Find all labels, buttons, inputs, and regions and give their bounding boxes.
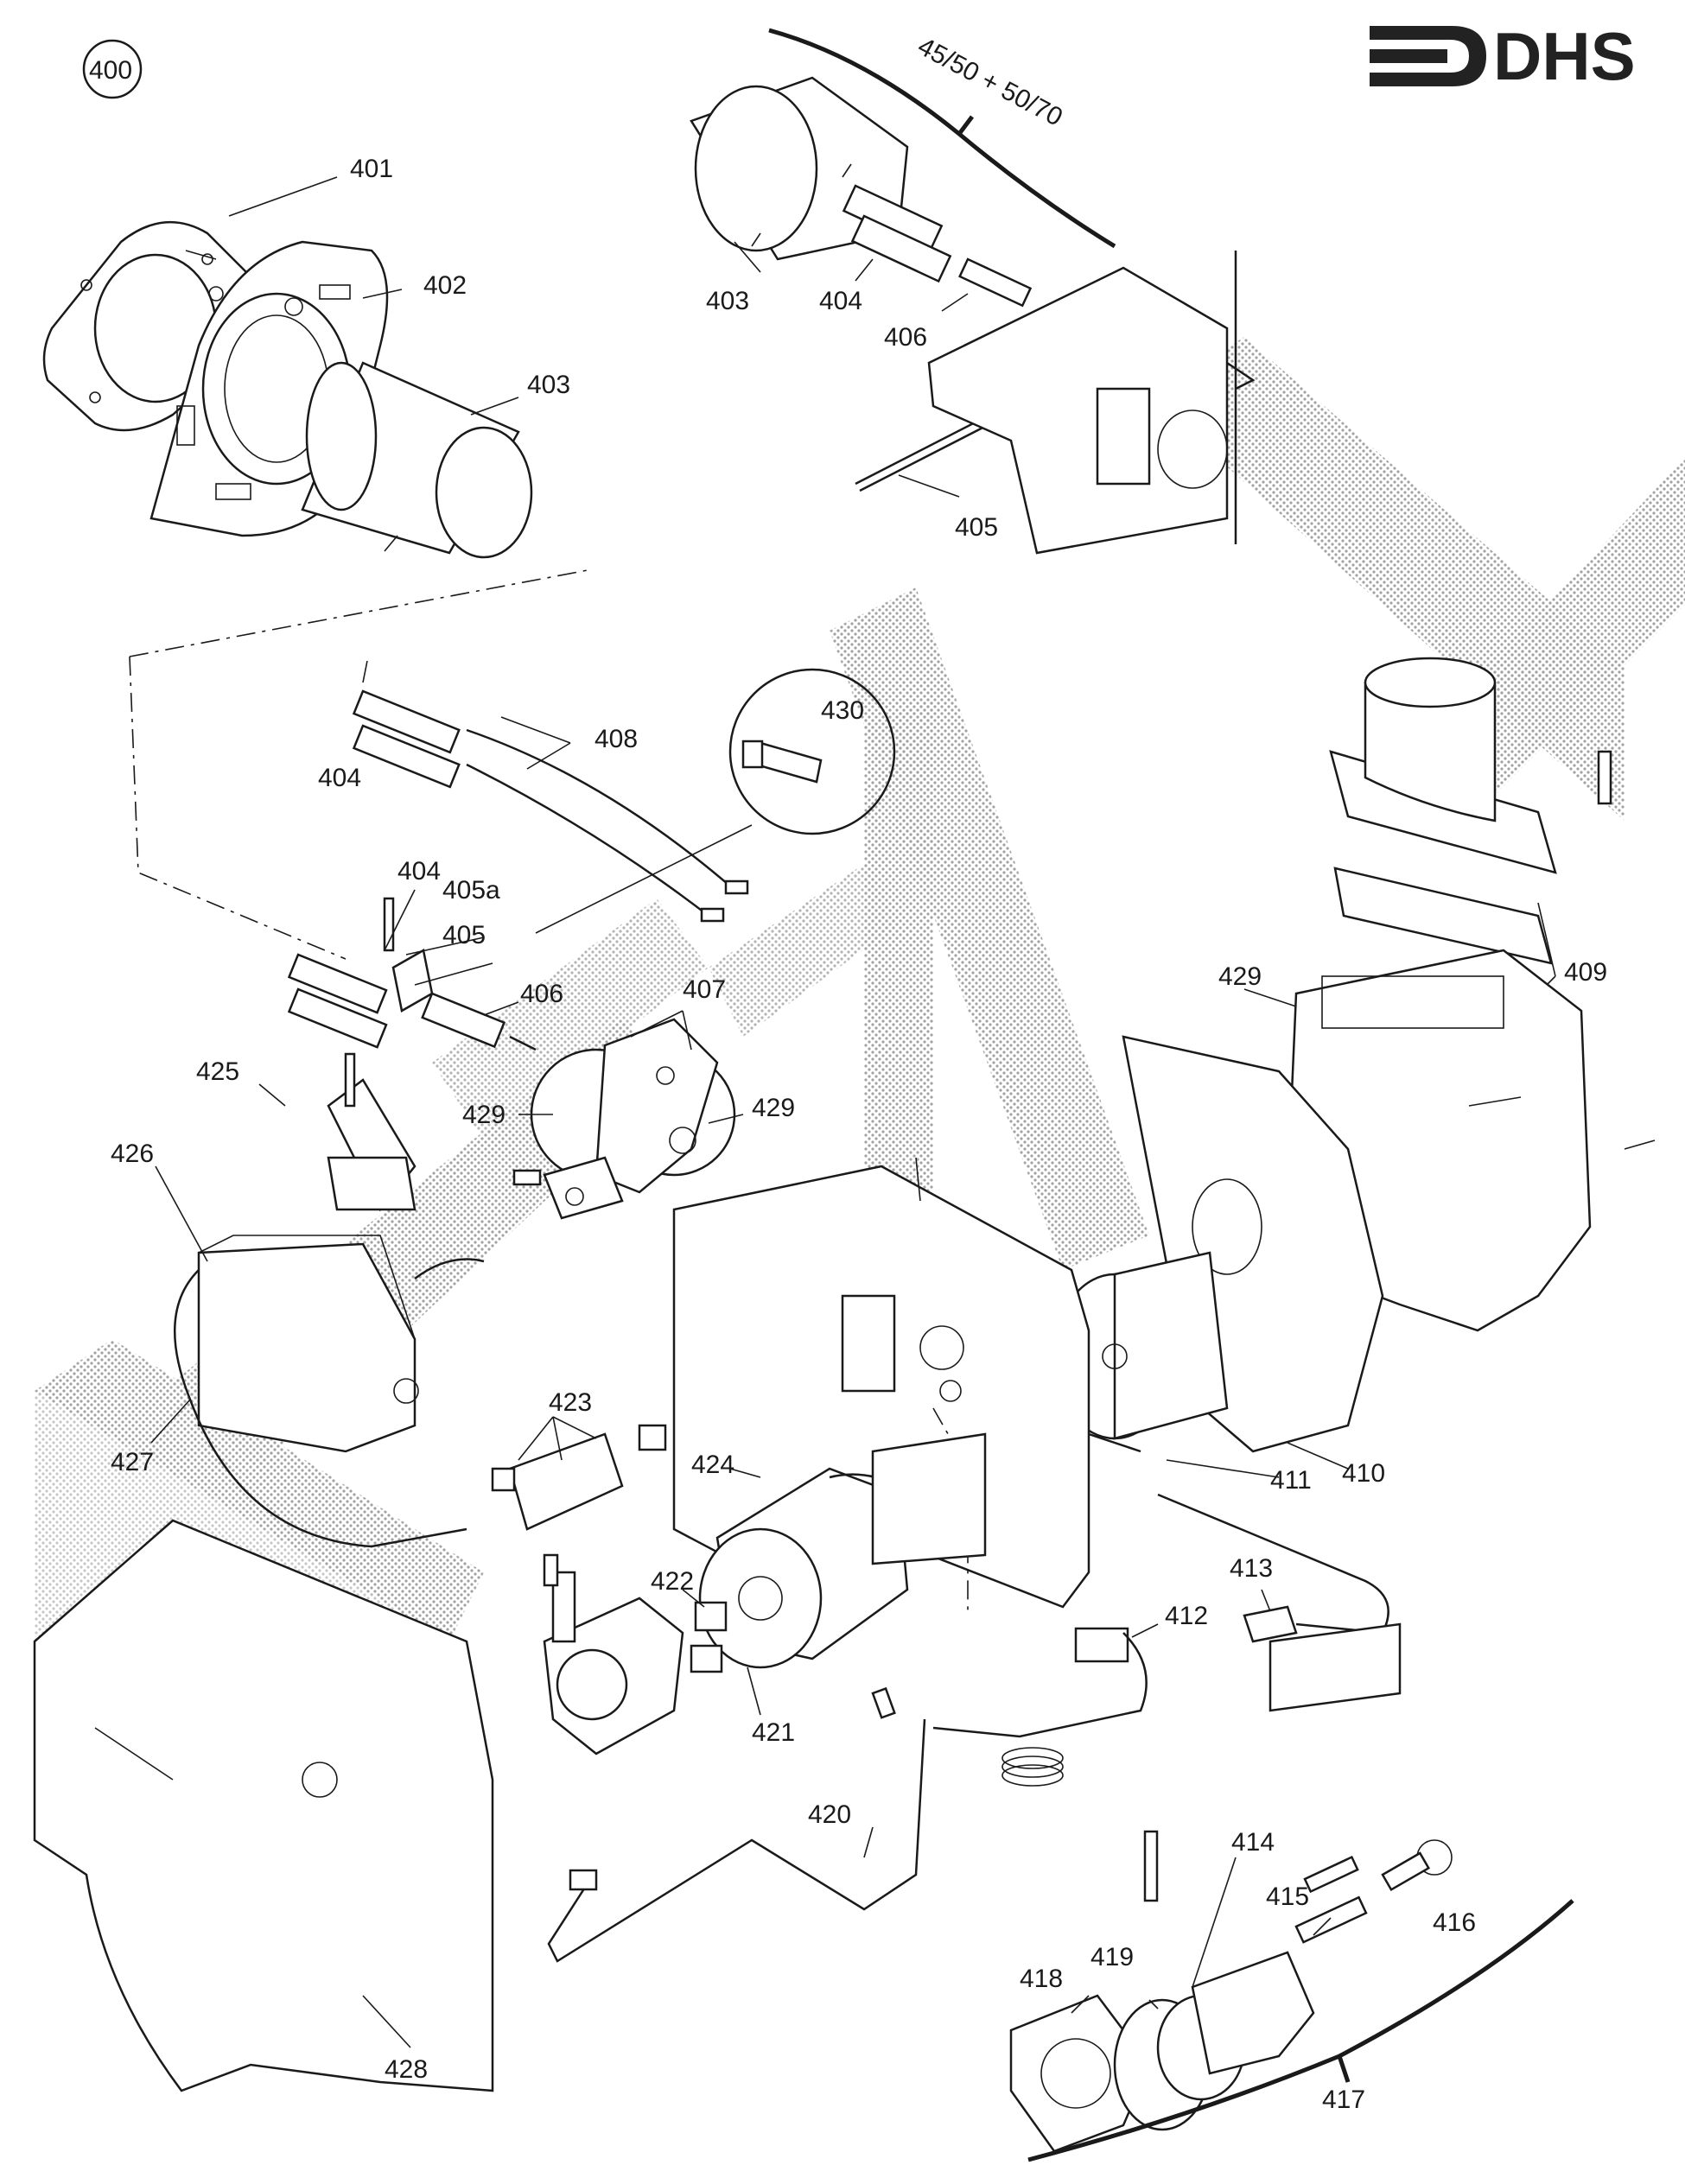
callout-416: 416 bbox=[1433, 1908, 1476, 1937]
callout-422: 422 bbox=[651, 1567, 694, 1596]
callout-423: 423 bbox=[549, 1388, 592, 1417]
part-406-ignition-tube-top bbox=[958, 257, 1033, 308]
part-424-motor bbox=[698, 1432, 987, 1669]
callout-415: 415 bbox=[1266, 1882, 1309, 1911]
callout-404-lower: 404 bbox=[397, 857, 441, 886]
dhs-logo: DHS bbox=[1361, 0, 1685, 97]
callout-409: 409 bbox=[1564, 958, 1607, 987]
callout-426: 426 bbox=[111, 1140, 154, 1168]
callout-420: 420 bbox=[808, 1800, 851, 1829]
callout-408: 408 bbox=[595, 725, 638, 753]
leader-lines bbox=[150, 176, 1556, 2048]
callout-430: 430 bbox=[821, 696, 864, 725]
part-406-ignition-tube-mid bbox=[421, 992, 537, 1051]
logo-text: DHS bbox=[1493, 18, 1636, 94]
part-407-air-regulator bbox=[512, 1018, 736, 1220]
part-404-electrode-mid bbox=[352, 660, 461, 789]
part-404-405-electrode-assembly bbox=[287, 897, 434, 1049]
callout-421: 421 bbox=[752, 1718, 795, 1747]
callout-404-mid: 404 bbox=[318, 764, 361, 792]
part-409-air-intake bbox=[1329, 657, 1612, 965]
callout-402: 402 bbox=[423, 271, 467, 300]
diagram-id-badge: 400 bbox=[82, 39, 143, 99]
callout-410: 410 bbox=[1342, 1459, 1385, 1488]
callout-413: 413 bbox=[1230, 1554, 1273, 1583]
callout-labels: 401 402 403 403 404 406 405 408 430 404 … bbox=[111, 155, 1607, 2114]
callout-404-top: 404 bbox=[819, 287, 862, 315]
callout-417: 417 bbox=[1322, 2086, 1365, 2114]
part-403-burner-tube bbox=[301, 361, 533, 559]
callout-403-left: 403 bbox=[527, 371, 570, 399]
callout-425: 425 bbox=[196, 1057, 239, 1086]
diagram-id: 400 bbox=[89, 56, 132, 85]
part-412-413-wiring bbox=[932, 1493, 1402, 1787]
part-404-electrode-top bbox=[842, 163, 952, 283]
part-423-connector bbox=[491, 1424, 667, 1531]
part-421-422-coupling bbox=[633, 1601, 728, 1683]
part-426-control-box bbox=[173, 1052, 485, 1548]
callout-414: 414 bbox=[1231, 1828, 1275, 1857]
callout-429-left: 429 bbox=[462, 1101, 506, 1129]
part-408-ignition-cables bbox=[466, 728, 749, 923]
housing-top-partial bbox=[927, 251, 1256, 555]
callout-419: 419 bbox=[1090, 1943, 1134, 1971]
callout-429-housing: 429 bbox=[1218, 962, 1262, 991]
callout-406-mid: 406 bbox=[520, 980, 563, 1008]
part-420-oil-line bbox=[547, 1686, 926, 1963]
callout-405-mid: 405 bbox=[442, 921, 486, 949]
callout-401: 401 bbox=[350, 155, 393, 183]
oil-pump bbox=[543, 1553, 684, 1755]
callout-405-top: 405 bbox=[955, 513, 998, 542]
pump-detail bbox=[1009, 1830, 1574, 2162]
callout-428: 428 bbox=[385, 2055, 428, 2084]
callout-407: 407 bbox=[683, 975, 726, 1004]
callout-424: 424 bbox=[691, 1451, 734, 1479]
callout-427: 427 bbox=[111, 1448, 154, 1476]
callout-406-top: 406 bbox=[884, 323, 927, 352]
part-428-cover bbox=[33, 1519, 494, 2092]
part-430-nipple-detail bbox=[535, 668, 896, 934]
callout-411: 411 bbox=[1270, 1466, 1312, 1495]
callout-418: 418 bbox=[1020, 1965, 1063, 1993]
callout-405a: 405a bbox=[442, 876, 500, 905]
callout-412: 412 bbox=[1165, 1602, 1208, 1630]
assembly-line-1 bbox=[129, 569, 588, 657]
callout-429-right: 429 bbox=[752, 1094, 795, 1122]
callout-403-top: 403 bbox=[706, 287, 749, 315]
assembly-line-2 bbox=[129, 656, 347, 960]
